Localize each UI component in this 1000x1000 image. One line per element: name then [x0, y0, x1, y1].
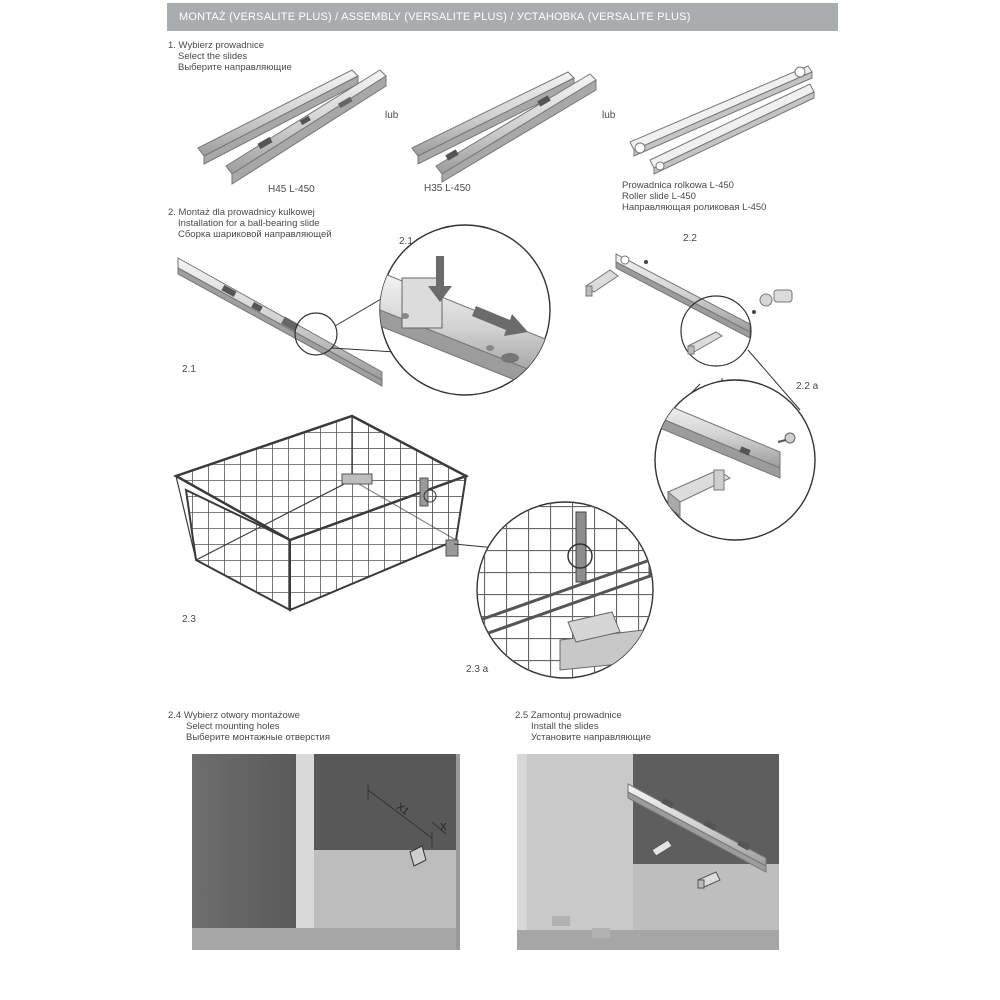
label-2-3: 2.3 [182, 614, 196, 625]
slide-label-roller-en: Roller slide L-450 [622, 191, 696, 202]
step1-title-ru: Выберите направляющие [178, 62, 292, 73]
slide-label-roller-pl: Prowadnica rolkowa L-450 [622, 180, 734, 191]
detail-2-3a [476, 501, 654, 679]
roller-parts-2-2 [585, 253, 801, 411]
label-2-2a: 2.2 a [796, 381, 819, 392]
detail-2-1a [379, 224, 551, 396]
slide-label-roller-ru: Направляющая роликовая L-450 [622, 202, 767, 213]
dim-x: X [440, 822, 447, 833]
or-label-1: lub [385, 110, 399, 121]
step24-title-en: Select mounting holes [186, 721, 280, 732]
slide-h35-pair [411, 71, 597, 183]
slide-roller-pair [629, 65, 815, 175]
label-2-1a: 2.1 a [399, 236, 422, 247]
step24-title-ru: Выберите монтажные отверстия [186, 732, 330, 743]
step24-title-pl: 2.4 Wybierz otwory montażowe [168, 710, 300, 721]
slide-label-h35: H35 L-450 [424, 183, 471, 194]
slide-assembly-2-1 [177, 257, 396, 387]
label-2-2: 2.2 [683, 233, 697, 244]
detail-2-2a [654, 379, 816, 541]
step1-title-en: Select the slides [178, 51, 248, 62]
step25-title-ru: Установите направляющие [531, 732, 652, 743]
step2-title-ru: Сборка шариковой направляющей [178, 229, 332, 240]
label-2-3a: 2.3 a [466, 664, 489, 675]
label-2-1: 2.1 [182, 364, 196, 375]
cabinet-2-5 [517, 754, 779, 950]
slide-label-h45: H45 L-450 [268, 184, 315, 195]
or-label-2: lub [602, 110, 616, 121]
step25-title-pl: 2.5 Zamontuj prowadnice [515, 710, 622, 721]
step25-title-en: Install the slides [531, 721, 599, 732]
wire-basket-2-3 [172, 414, 497, 612]
slide-h45-pair [197, 69, 387, 185]
step2-title-pl: 2. Montaż dla prowadnicy kulkowej [168, 207, 315, 218]
step2-title-en: Installation for a ball-bearing slide [178, 218, 320, 229]
section-header: MONTAŻ (VERSALITE PLUS) / ASSEMBLY (VERS… [167, 3, 838, 31]
step1-title-pl: 1. Wybierz prowadnice [168, 40, 265, 51]
cabinet-2-4 [192, 754, 460, 950]
